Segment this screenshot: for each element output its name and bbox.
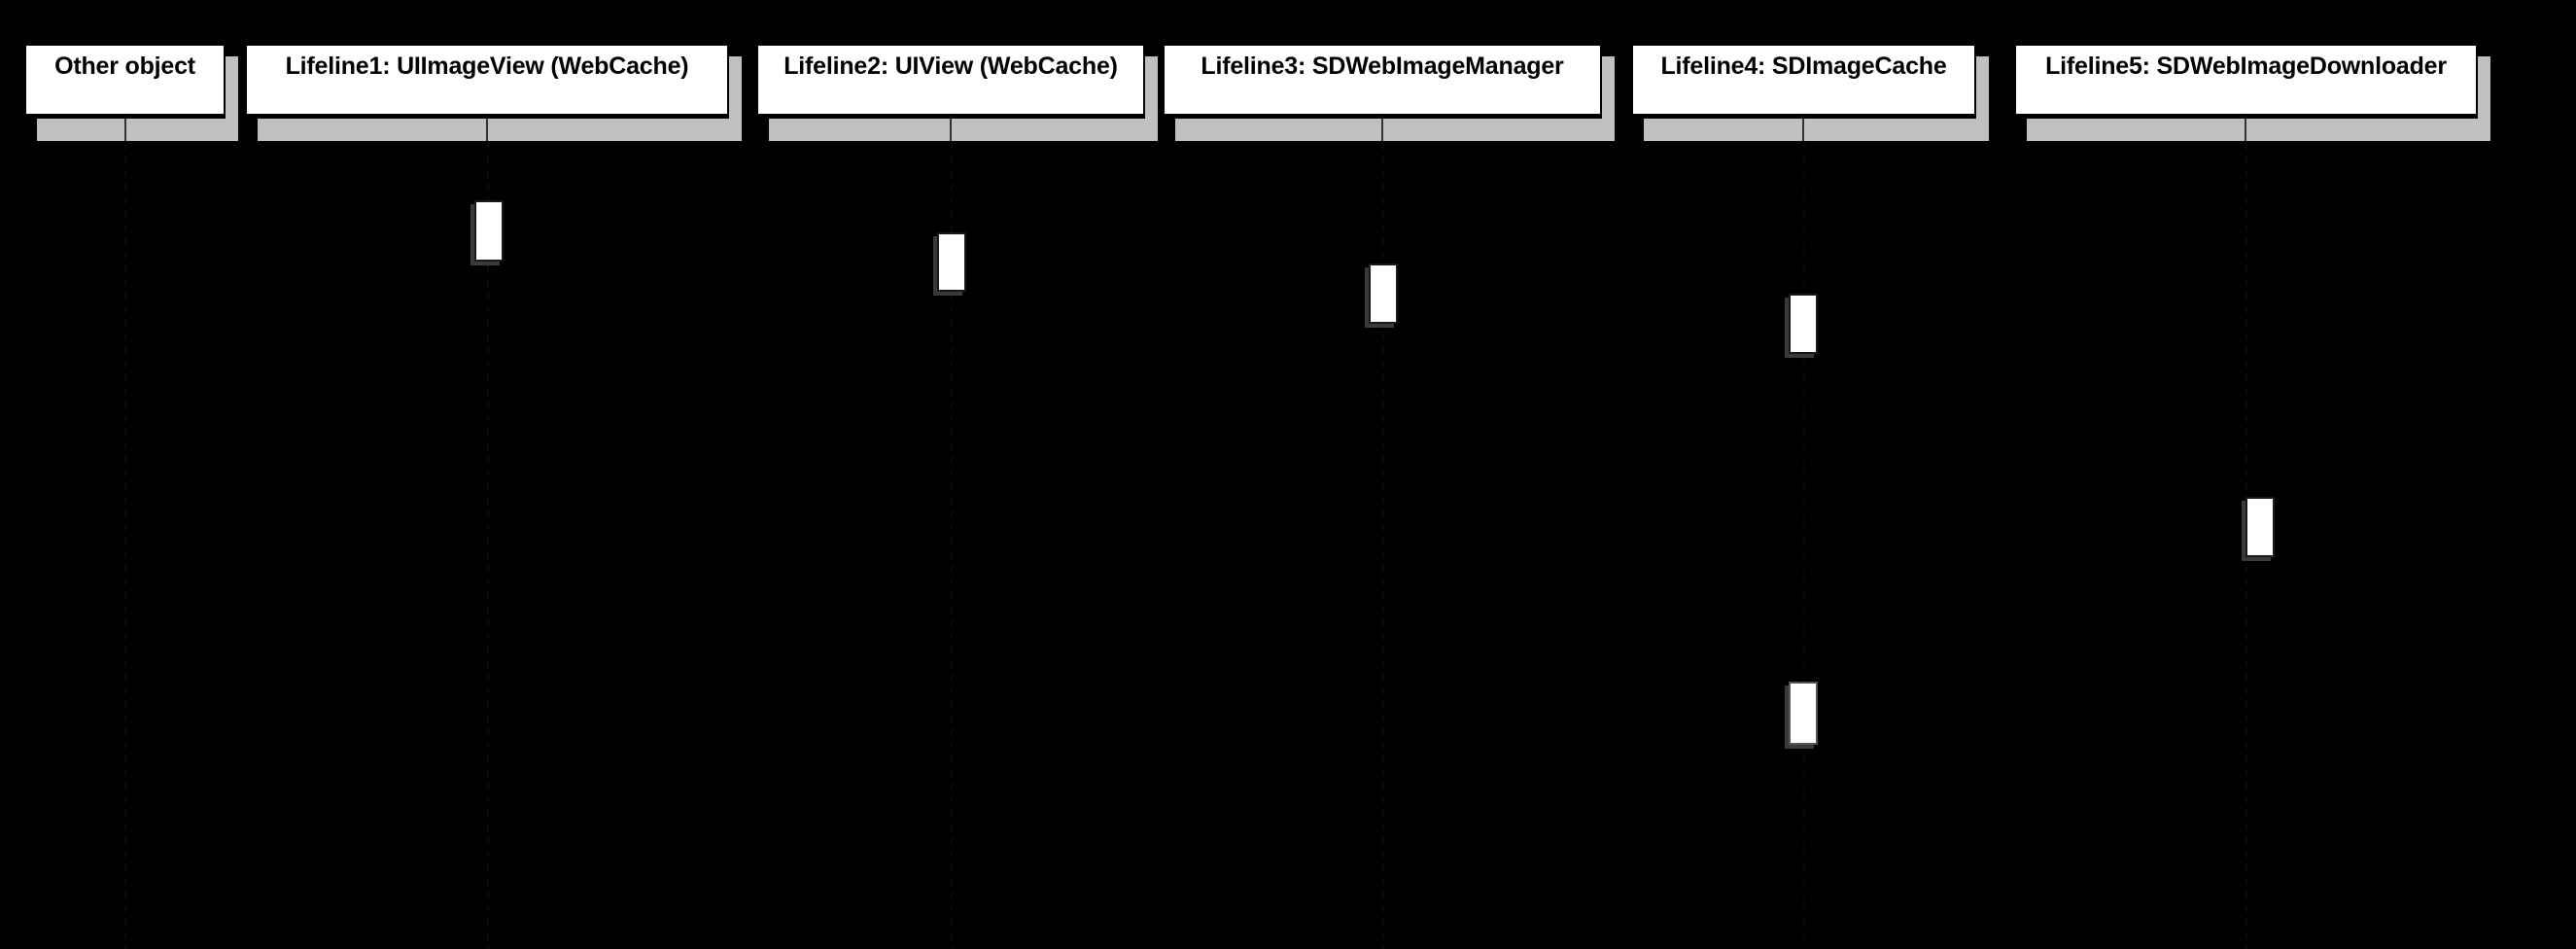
lifeline-stem-lifeline2 <box>951 116 953 949</box>
lifeline-head-band-lifeline5 <box>2027 119 2490 141</box>
lifeline-lifeline4[interactable]: Lifeline4: SDImageCache <box>1631 0 1976 949</box>
activation-bar-lifeline4-2[interactable] <box>1789 682 1818 745</box>
activation-bar-lifeline1-1[interactable] <box>474 200 504 262</box>
lifeline-head-band-other-object <box>37 119 238 141</box>
lifeline-label-other-object: Other object <box>54 53 195 80</box>
lifeline-stem-marker-lifeline4 <box>1802 119 1804 141</box>
lifeline-head-band-lifeline1 <box>258 119 742 141</box>
lifeline-stem-lifeline4 <box>1803 116 1805 949</box>
lifeline-stem-marker-lifeline5 <box>2245 119 2246 141</box>
activation-bar-lifeline3-1[interactable] <box>1369 264 1398 324</box>
lifeline-other-object[interactable]: Other object <box>24 0 226 949</box>
lifeline-label-lifeline1: Lifeline1: UIImageView (WebCache) <box>285 53 689 80</box>
activation-bar-lifeline5-1[interactable] <box>2245 497 2275 557</box>
lifeline-head-lifeline3[interactable]: Lifeline3: SDWebImageManager <box>1163 44 1602 116</box>
lifeline-lifeline2[interactable]: Lifeline2: UIView (WebCache) <box>756 0 1145 949</box>
lifeline-stem-lifeline1 <box>487 116 489 949</box>
lifeline-stem-marker-lifeline1 <box>486 119 488 141</box>
lifeline-head-band-lifeline3 <box>1175 119 1615 141</box>
activation-bar-lifeline2-1[interactable] <box>937 232 966 292</box>
lifeline-stem-marker-other-object <box>124 119 126 141</box>
lifeline-head-other-object[interactable]: Other object <box>24 44 226 116</box>
lifeline-label-lifeline3: Lifeline3: SDWebImageManager <box>1201 53 1564 80</box>
lifeline-label-lifeline2: Lifeline2: UIView (WebCache) <box>783 53 1118 80</box>
lifeline-label-lifeline4: Lifeline4: SDImageCache <box>1660 53 1947 80</box>
lifeline-stem-marker-lifeline3 <box>1381 119 1383 141</box>
lifeline-stem-other-object <box>124 116 126 949</box>
lifeline-lifeline5[interactable]: Lifeline5: SDWebImageDownloader <box>2014 0 2478 949</box>
lifeline-label-lifeline5: Lifeline5: SDWebImageDownloader <box>2045 53 2447 80</box>
lifeline-stem-marker-lifeline2 <box>950 119 952 141</box>
activation-bar-lifeline4-1[interactable] <box>1789 294 1818 354</box>
lifeline-head-band-lifeline2 <box>769 119 1158 141</box>
lifeline-head-band-lifeline4 <box>1644 119 1989 141</box>
lifeline-stem-lifeline3 <box>1382 116 1384 949</box>
lifeline-head-lifeline5[interactable]: Lifeline5: SDWebImageDownloader <box>2014 44 2478 116</box>
lifeline-lifeline3[interactable]: Lifeline3: SDWebImageManager <box>1163 0 1602 949</box>
lifeline-lifeline1[interactable]: Lifeline1: UIImageView (WebCache) <box>245 0 729 949</box>
lifeline-head-lifeline4[interactable]: Lifeline4: SDImageCache <box>1631 44 1976 116</box>
lifeline-head-lifeline1[interactable]: Lifeline1: UIImageView (WebCache) <box>245 44 729 116</box>
lifeline-head-lifeline2[interactable]: Lifeline2: UIView (WebCache) <box>756 44 1145 116</box>
